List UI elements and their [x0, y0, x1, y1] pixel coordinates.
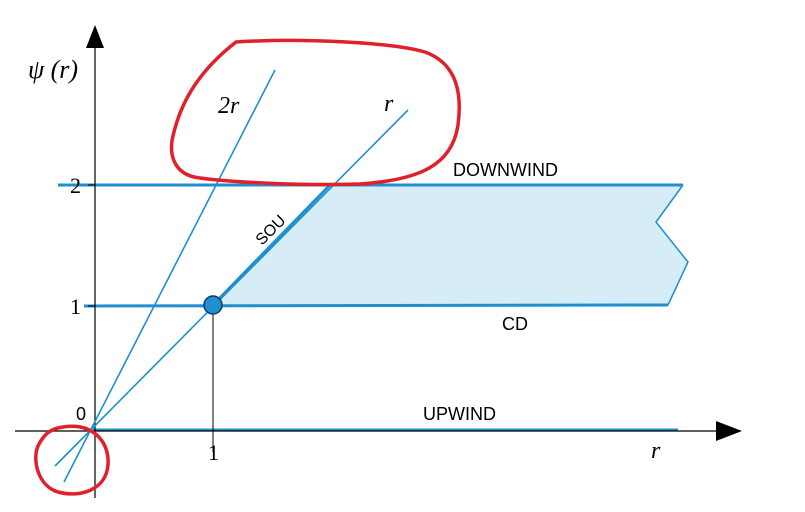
- point-1-1: [203, 295, 223, 315]
- line-2r-label: 2r: [218, 93, 240, 119]
- region-break-edge: [655, 184, 689, 306]
- line-2r: [63, 69, 276, 483]
- red-annotation-top: [169, 38, 462, 187]
- x-axis-label: r: [651, 438, 661, 464]
- tvd-region-fill: [93, 185, 688, 430]
- cd-label: CD: [502, 314, 528, 334]
- x-axis-arrow: [716, 421, 742, 441]
- y-axis-arrow: [86, 25, 104, 48]
- line-r-label: r: [384, 91, 394, 117]
- cd-line: [83, 303, 669, 308]
- y-axis-label: ψ (r): [28, 55, 78, 84]
- red-annotation-origin: [34, 424, 110, 496]
- y-tick-1-label: 1: [70, 294, 81, 319]
- y-tick-2-label: 2: [70, 173, 81, 198]
- downwind-label: DOWNWIND: [453, 160, 558, 180]
- upwind-label: UPWIND: [423, 404, 496, 424]
- sou-segment: [211, 183, 332, 307]
- x-tick-1-label: 1: [208, 440, 219, 465]
- origin-label: 0: [76, 404, 86, 424]
